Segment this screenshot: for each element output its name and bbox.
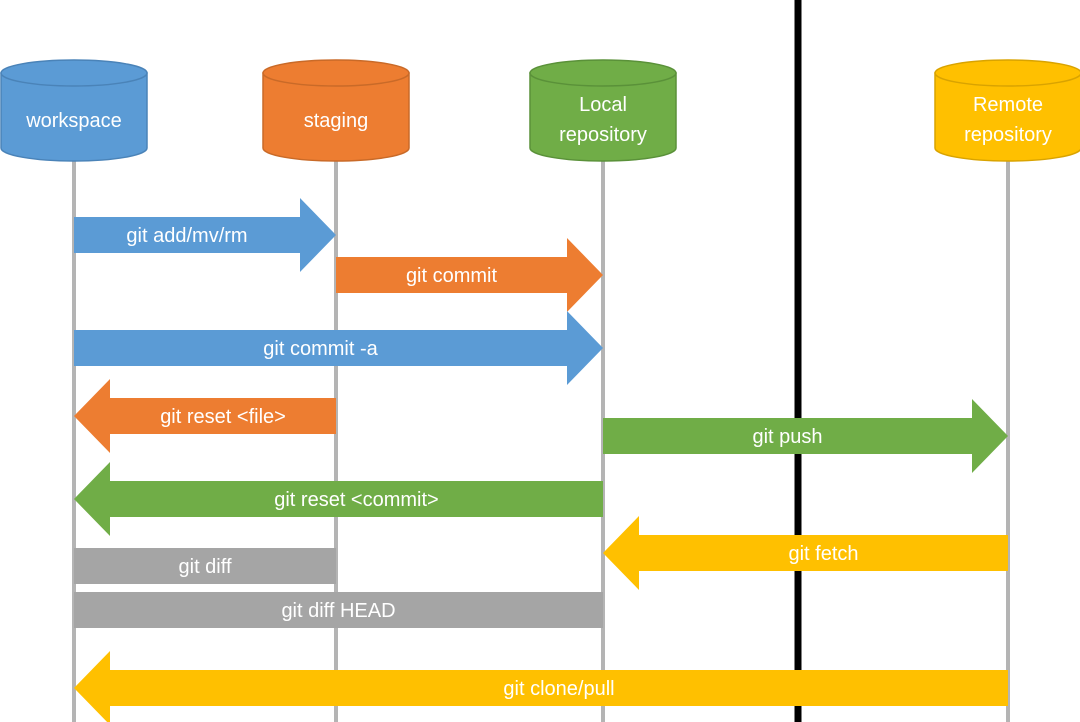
command-label: git commit -a [263,338,378,360]
command-label: git push [752,426,822,448]
arrow-shape [336,238,603,312]
node-label-workspace: workspace [25,110,122,132]
node-label-remote: Remote [973,94,1043,116]
command-git-commit: git commit [336,238,603,312]
arrow-shape [74,651,1008,722]
node-workspace: workspace [0,59,148,162]
command-label: git diff HEAD [281,600,395,622]
arrow-shape [603,399,1008,473]
command-git-reset-file: git reset <file> [74,379,336,453]
command-git-clone-pull: git clone/pull [74,651,1008,722]
command-git-fetch: git fetch [603,516,1008,590]
cylinder-body [0,72,148,162]
bar-shape [74,548,336,584]
command-label: git reset <file> [160,406,286,428]
cylinder-top [529,59,677,87]
cylinder-body [934,72,1080,162]
command-git-commit-a: git commit -a [74,311,603,385]
command-label: git commit [406,265,498,287]
node-label-staging: staging [304,110,369,132]
node-local: Local repository [529,59,677,162]
command-git-diff: git diff [74,548,336,584]
node-staging: staging [262,59,410,162]
bar-shape [74,592,603,628]
arrow-shape [74,379,336,453]
arrow-shape [74,462,603,536]
command-label: git fetch [788,543,858,565]
command-git-push: git push [603,399,1008,473]
command-git-reset-commit: git reset <commit> [74,462,603,536]
command-label: git diff [179,556,232,578]
cylinder-top [262,59,410,87]
arrow-shape [603,516,1008,590]
arrow-shape [74,198,336,272]
command-git-diff-head: git diff HEAD [74,592,603,628]
cylinder-top [934,59,1080,87]
node-label-local: repository [559,124,647,146]
node-label-remote: repository [964,124,1052,146]
node-remote: Remote repository [934,59,1080,162]
storage-nodes: workspace staging Local repository Remote rep… [0,59,1080,162]
command-label: git add/mv/rm [126,225,247,247]
arrow-shape [74,311,603,385]
command-arrows: git add/mv/rm git commit git commit -a git … [74,198,1008,722]
command-label: git clone/pull [503,678,614,700]
cylinder-body [529,72,677,162]
node-label-local: Local [579,94,627,116]
cylinder-top [0,59,148,87]
cylinder-body [262,72,410,162]
command-label: git reset <commit> [274,489,439,511]
command-git-add-mv-rm: git add/mv/rm [74,198,336,272]
